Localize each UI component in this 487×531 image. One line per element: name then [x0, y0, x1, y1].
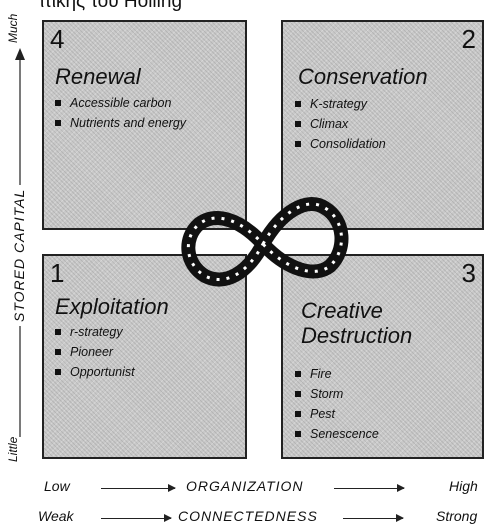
list-item: Climax [295, 114, 386, 134]
arrow [101, 514, 172, 522]
list-item: Accessible carbon [55, 93, 186, 113]
list-item: Storm [295, 384, 379, 404]
quadrant-creative-destruction: 3 Creative Destruction Fire Storm Pest S… [281, 254, 484, 459]
y-axis-label: STORED CAPITAL [11, 184, 27, 326]
y-axis-bottom-label: Little [6, 436, 20, 462]
header-fragment: ιτικής του Holling [40, 0, 183, 12]
list-item: Opportunist [55, 362, 135, 382]
quadrant-exploitation: 1 Exploitation r-strategy Pioneer Opport… [42, 254, 247, 459]
quadrant-title: Conservation [298, 64, 428, 89]
x-axis-connectedness: Weak CONNECTEDNESS Strong [0, 508, 487, 528]
quadrant-item-list: K-strategy Climax Consolidation [295, 94, 386, 154]
quadrant-title-line: Creative [301, 298, 383, 323]
list-item: Fire [295, 364, 379, 384]
arrow [343, 514, 404, 522]
x-axis-strong-label: Strong [436, 508, 478, 524]
list-item: Pioneer [55, 342, 135, 362]
quadrant-number: 1 [50, 258, 65, 288]
x-axis-high-label: High [449, 478, 478, 494]
y-axis-top-label: Much [6, 13, 20, 43]
arrow [101, 484, 176, 492]
arrow [334, 484, 405, 492]
quadrant-item-list: Accessible carbon Nutrients and energy [55, 93, 186, 133]
quadrant-number: 3 [461, 258, 476, 288]
x-axis-connectedness-label: CONNECTEDNESS [178, 508, 318, 524]
x-axis-weak-label: Weak [38, 508, 74, 524]
quadrant-conservation: 2 Conservation K-strategy Climax Consoli… [281, 20, 484, 230]
quadrant-number: 4 [50, 24, 65, 54]
list-item: r-strategy [55, 322, 135, 342]
x-axis-low-label: Low [44, 478, 70, 494]
quadrant-number: 2 [461, 24, 476, 54]
list-item: Pest [295, 404, 379, 424]
list-item: Senescence [295, 424, 379, 444]
quadrant-renewal: 4 Renewal Accessible carbon Nutrients an… [42, 20, 247, 230]
x-axis-organization-label: ORGANIZATION [186, 478, 304, 494]
quadrant-title: Renewal [55, 64, 141, 89]
list-item: K-strategy [295, 94, 386, 114]
quadrant-item-list: r-strategy Pioneer Opportunist [55, 322, 135, 382]
quadrant-title-line: Destruction [301, 323, 413, 349]
x-axis-organization: Low ORGANIZATION High [0, 478, 487, 498]
list-item: Nutrients and energy [55, 113, 186, 133]
quadrant-title: Creative Destruction [301, 298, 412, 349]
quadrant-title: Exploitation [55, 294, 169, 319]
list-item: Consolidation [295, 134, 386, 154]
adaptive-cycle-loop [181, 197, 349, 287]
quadrant-item-list: Fire Storm Pest Senescence [295, 364, 379, 444]
